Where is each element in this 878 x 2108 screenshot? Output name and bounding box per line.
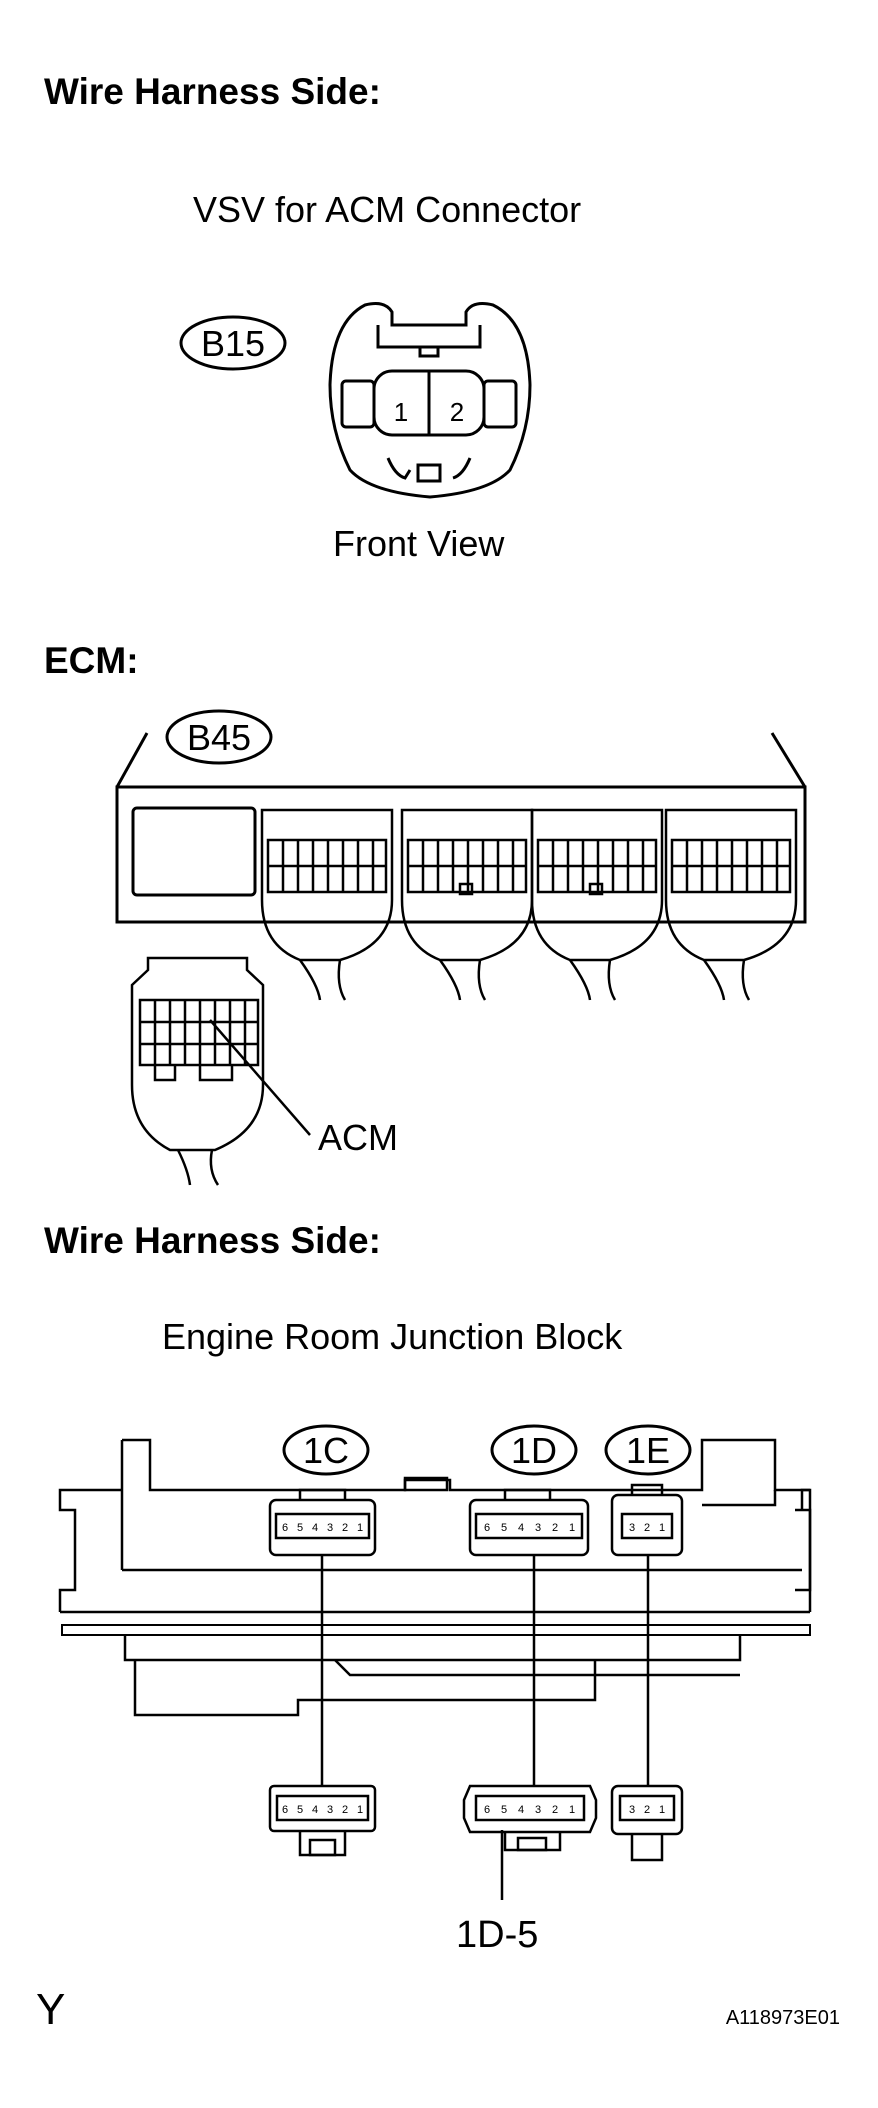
- pin-numbers-socket-1c: 6 5 4 3 2 1: [282, 1522, 363, 1534]
- socket-1d: [468, 1488, 590, 1557]
- label-1c: 1C: [303, 1430, 349, 1471]
- heading-ecm: ECM:: [44, 640, 139, 681]
- ecm-connector-slot-1: [260, 808, 394, 1001]
- svg-text:6: 6: [282, 1804, 288, 1816]
- svg-text:3: 3: [629, 1804, 635, 1816]
- svg-text:1: 1: [659, 1522, 665, 1534]
- svg-text:1: 1: [659, 1804, 665, 1816]
- vsv-connector-title: VSV for ACM Connector: [193, 189, 581, 230]
- svg-text:1: 1: [569, 1522, 575, 1534]
- svg-text:5: 5: [297, 1804, 303, 1816]
- vsv-pin-1: 1: [394, 397, 408, 427]
- svg-text:2: 2: [644, 1522, 650, 1534]
- figure-id: A118973E01: [726, 2007, 840, 2029]
- vsv-pin-2: 2: [450, 397, 464, 427]
- front-view-label: Front View: [333, 523, 505, 564]
- b45-connector-tag: B45: [165, 709, 273, 765]
- svg-text:1: 1: [569, 1804, 575, 1816]
- svg-text:3: 3: [535, 1522, 541, 1534]
- svg-text:6: 6: [484, 1804, 490, 1816]
- pin-numbers-socket-1d: 6 5 4 3 2 1: [484, 1522, 575, 1534]
- svg-text:4: 4: [312, 1522, 318, 1534]
- svg-text:4: 4: [518, 1522, 524, 1534]
- svg-text:4: 4: [312, 1804, 318, 1816]
- pin-numbers-socket-1e: 3 2 1: [629, 1522, 665, 1534]
- pin-numbers-loose-1d: 6 5 4 3 2 1: [484, 1804, 575, 1816]
- pin-numbers-loose-1c: 6 5 4 3 2 1: [282, 1804, 363, 1816]
- junction-block-title: Engine Room Junction Block: [162, 1316, 623, 1357]
- connector-lead-lines: [320, 1555, 650, 1786]
- svg-text:2: 2: [552, 1522, 558, 1534]
- svg-text:1: 1: [357, 1522, 363, 1534]
- b15-connector-tag: B15: [179, 315, 287, 371]
- tag-1e: 1E: [604, 1424, 692, 1476]
- loose-connector-1e: [610, 1784, 684, 1862]
- ecm-connector-slot-4: [664, 808, 798, 1001]
- svg-text:3: 3: [629, 1522, 635, 1534]
- svg-text:6: 6: [484, 1522, 490, 1534]
- svg-text:2: 2: [342, 1804, 348, 1816]
- svg-text:4: 4: [518, 1804, 524, 1816]
- svg-text:1: 1: [357, 1804, 363, 1816]
- loose-connector-1c: [268, 1784, 377, 1857]
- junction-block-body: [58, 1438, 812, 1717]
- pin-numbers-loose-1e: 3 2 1: [629, 1804, 665, 1816]
- socket-1e: [610, 1483, 684, 1557]
- loose-connector-1d: [462, 1784, 598, 1852]
- ecm-body: [115, 732, 807, 924]
- label-1d: 1D: [511, 1430, 557, 1471]
- label-1e: 1E: [626, 1430, 670, 1471]
- acm-leader-line: [209, 1019, 311, 1136]
- acm-label: ACM: [318, 1117, 398, 1158]
- svg-text:6: 6: [282, 1522, 288, 1534]
- svg-text:3: 3: [327, 1522, 333, 1534]
- svg-text:3: 3: [535, 1804, 541, 1816]
- svg-text:3: 3: [327, 1804, 333, 1816]
- vsv-connector-front: [328, 302, 532, 499]
- acm-connector: [130, 956, 265, 1186]
- tag-1c: 1C: [282, 1424, 370, 1476]
- svg-text:5: 5: [501, 1522, 507, 1534]
- svg-text:5: 5: [297, 1522, 303, 1534]
- ecm-connector-slot-3: [530, 808, 664, 1001]
- 1d-5-label: 1D-5: [456, 1914, 538, 1956]
- tag-1d: 1D: [490, 1424, 578, 1476]
- heading-wire-harness-side-2: Wire Harness Side:: [44, 1220, 381, 1261]
- svg-text:2: 2: [342, 1522, 348, 1534]
- b45-label: B45: [187, 717, 251, 758]
- heading-wire-harness-side: Wire Harness Side:: [44, 71, 381, 112]
- corner-letter: Y: [36, 1985, 65, 2034]
- svg-text:5: 5: [501, 1804, 507, 1816]
- ecm-connector-slot-2: [400, 808, 534, 1001]
- svg-text:2: 2: [552, 1804, 558, 1816]
- svg-text:2: 2: [644, 1804, 650, 1816]
- b15-label: B15: [201, 323, 265, 364]
